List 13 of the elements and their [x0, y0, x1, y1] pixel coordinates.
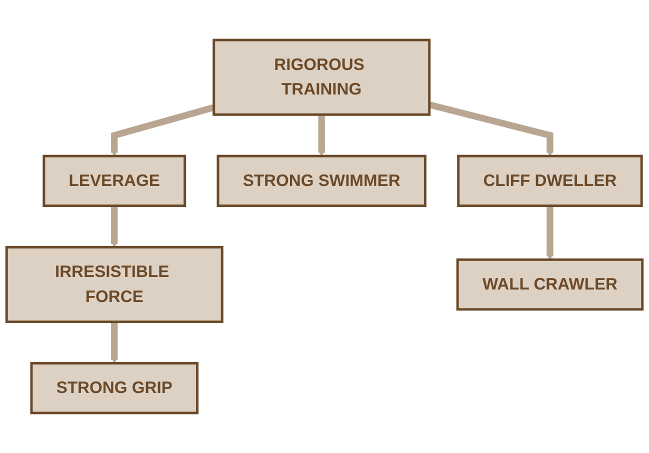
arrow	[318, 114, 326, 156]
node-box: WALL CRAWLER	[456, 258, 644, 311]
node-box: STRONG SWIMMER	[216, 154, 426, 208]
node-box: STRONG GRIP	[30, 362, 198, 414]
node-box: LEVERAGE	[42, 154, 186, 208]
arrow	[110, 206, 118, 248]
node-box: CLIFF DWELLER	[457, 154, 643, 208]
arrow	[546, 206, 554, 260]
arrow	[110, 322, 118, 364]
arrow	[110, 104, 215, 156]
node-box: IRRESISTIBLE FORCE	[5, 246, 224, 324]
arrow	[428, 101, 554, 156]
node-box: RIGOROUS TRAINING	[212, 38, 431, 116]
